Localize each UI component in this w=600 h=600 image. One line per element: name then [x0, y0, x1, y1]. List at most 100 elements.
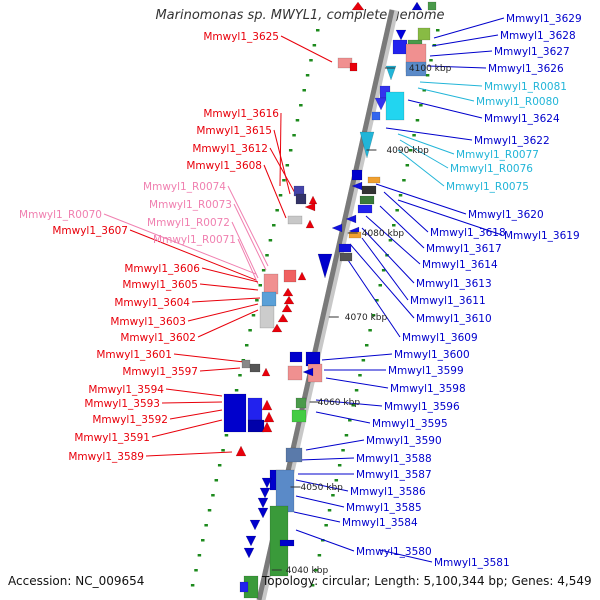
gene-feature	[339, 252, 353, 262]
scale-dot	[425, 74, 430, 77]
left-leader-line	[199, 283, 259, 291]
scale-dot	[398, 194, 403, 197]
scale-dot	[419, 104, 423, 107]
gene-feature	[302, 367, 314, 377]
left-leader-line	[161, 401, 223, 404]
genome-title: Marinomonas sp. MWYL1, complete genome	[155, 8, 445, 23]
scale-dot	[331, 494, 335, 497]
kbp-label: 4100 kbp	[409, 64, 452, 74]
right-leader-line	[417, 87, 475, 102]
right-gene-label: Mmwyl1_R0080	[476, 96, 559, 108]
gene-feature	[277, 313, 289, 323]
gene-glyphs	[223, 1, 437, 599]
right-leader-line	[295, 479, 349, 492]
gene-feature	[417, 27, 431, 41]
scale-dot	[224, 434, 229, 437]
scale-dot	[282, 179, 286, 182]
gene-feature	[427, 1, 437, 11]
gene-feature	[295, 193, 307, 205]
gene-feature	[359, 131, 375, 159]
left-gene-labels: Mmwyl1_3625Mmwyl1_3616Mmwyl1_3615Mmwyl1_…	[19, 31, 279, 463]
right-leader-line	[361, 237, 409, 301]
scale-dot	[312, 44, 317, 47]
scale-dot	[324, 524, 328, 527]
gene-feature	[357, 204, 373, 214]
scale-dot	[238, 374, 242, 377]
gene-feature	[308, 195, 318, 205]
gene-feature	[257, 507, 269, 519]
left-leader-line	[173, 353, 245, 363]
gene-feature	[235, 445, 247, 457]
scale-dot	[348, 419, 352, 422]
left-gene-label: Mmwyl1_3604	[114, 297, 190, 309]
scale-dot	[268, 239, 273, 242]
left-leader-line	[279, 112, 282, 187]
left-leader-line	[201, 267, 259, 283]
scale-dot-tracks	[190, 29, 440, 587]
scale-dot	[234, 389, 239, 392]
topology-text: Topology: circular; Length: 5,100,344 bp…	[262, 574, 592, 588]
right-gene-label: Mmwyl1_3590	[366, 435, 442, 447]
right-leader-line	[299, 457, 355, 461]
scale-dot	[405, 164, 410, 167]
right-leader-line	[349, 243, 415, 319]
right-gene-label: Mmwyl1_3610	[416, 313, 492, 325]
right-leader-line	[315, 411, 371, 424]
right-gene-label: Mmwyl1_3585	[346, 502, 422, 514]
gene-feature	[279, 539, 295, 547]
right-gene-label: Mmwyl1_3619	[504, 230, 580, 242]
kbp-label: 4060 kbp	[318, 398, 361, 408]
gene-feature	[351, 1, 365, 11]
gene-feature	[261, 477, 273, 489]
right-gene-label: Mmwyl1_3628	[500, 30, 576, 42]
scale-dot	[211, 494, 215, 497]
right-gene-label: Mmwyl1_R0075	[446, 181, 529, 193]
scale-dot	[381, 269, 386, 272]
left-gene-label: Mmwyl1_3616	[203, 108, 279, 120]
left-leader-line	[237, 238, 259, 285]
left-leader-line	[187, 303, 259, 322]
right-gene-label: Mmwyl1_3609	[402, 332, 478, 344]
right-gene-label: Mmwyl1_3613	[416, 278, 492, 290]
left-leader-line	[151, 419, 223, 438]
scale-dot	[221, 449, 225, 452]
left-gene-label: Mmwyl1_3608	[186, 160, 262, 172]
right-leader-line	[379, 549, 433, 563]
right-leader-line	[429, 50, 493, 57]
left-leader-line	[145, 451, 233, 457]
right-gene-labels: Mmwyl1_3629Mmwyl1_3628Mmwyl1_3627Mmwyl1_…	[342, 13, 582, 569]
left-gene-label: Mmwyl1_3603	[110, 316, 186, 328]
gene-feature	[317, 253, 333, 279]
gene-feature	[261, 421, 273, 433]
right-leader-line	[305, 439, 365, 451]
right-gene-label: Mmwyl1_3617	[426, 243, 502, 255]
scale-dot	[392, 224, 396, 227]
kbp-label: 4080 kbp	[362, 229, 405, 239]
left-leader-line	[103, 213, 257, 275]
right-leader-line	[295, 495, 345, 508]
scale-dot	[435, 29, 440, 32]
gene-feature	[283, 295, 295, 305]
left-gene-label: Mmwyl1_3612	[192, 143, 268, 155]
left-gene-label: Mmwyl1_3625	[203, 31, 279, 43]
scale-dot	[402, 179, 406, 182]
right-leader-line	[361, 227, 415, 284]
left-gene-label: Mmwyl1_R0073	[149, 199, 232, 211]
scale-dot	[310, 584, 315, 587]
right-leader-line	[325, 377, 389, 389]
scale-dot	[265, 254, 269, 257]
scale-dot	[251, 314, 256, 317]
scale-dot	[292, 134, 296, 137]
scale-dot	[255, 299, 259, 302]
gene-feature	[374, 97, 388, 111]
right-gene-label: Mmwyl1_3587	[356, 469, 432, 481]
kbp-label: 4040 kbp	[286, 566, 329, 576]
gene-feature	[281, 303, 293, 313]
scale-dot	[368, 329, 372, 332]
scale-dot	[285, 164, 290, 167]
right-gene-label: Mmwyl1_3629	[506, 13, 582, 25]
gene-feature	[283, 269, 297, 283]
right-gene-label: Mmwyl1_R0081	[484, 81, 567, 93]
left-gene-label: Mmwyl1_3597	[122, 366, 198, 378]
